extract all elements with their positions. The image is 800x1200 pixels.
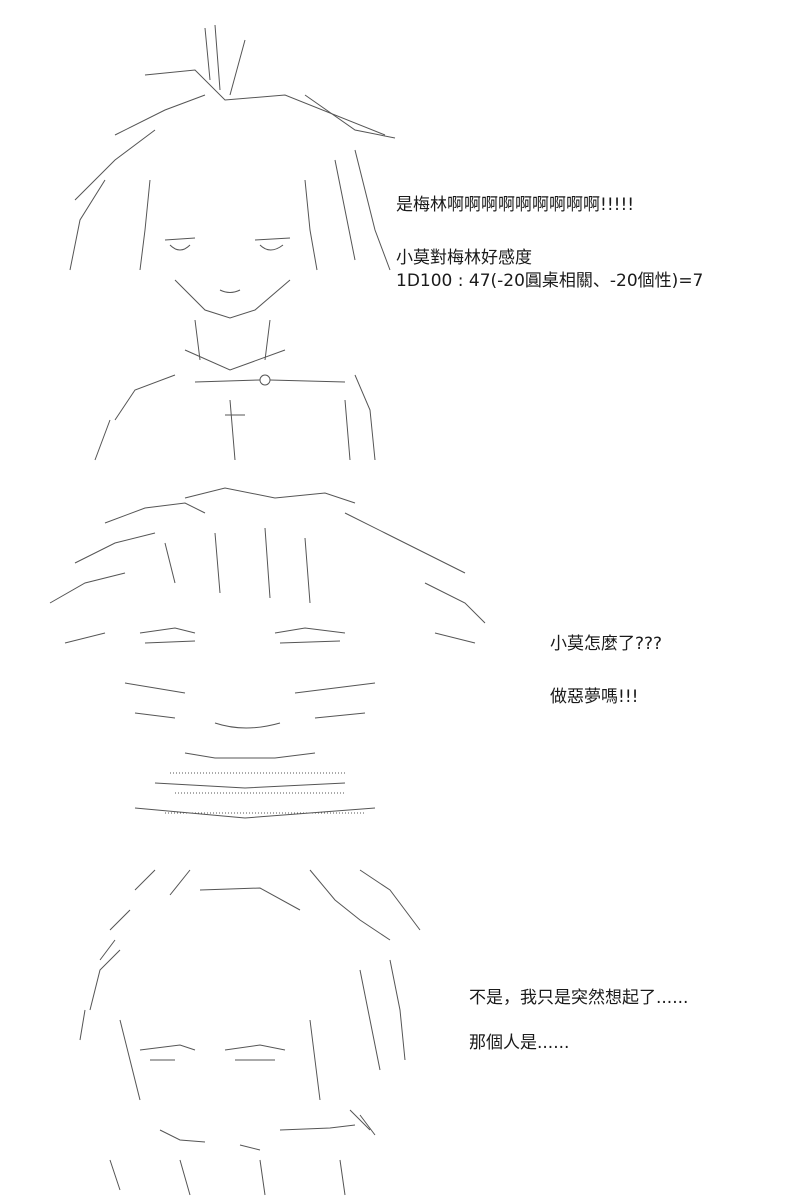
caption-line: 不是，我只是突然想起了...... <box>469 988 689 1008</box>
caption-line: 1D100 : 47(-20圓桌相關、-20個性)=7 <box>396 270 704 291</box>
caption-group-1: 是梅林啊啊啊啊啊啊啊啊啊!!!!! 小莫對梅林好感度 1D100 : 47(-2… <box>396 194 703 293</box>
ascii-art-girl-face-closeup <box>45 483 495 833</box>
caption-group-2: 小莫怎麼了??? 做惡夢嗎!!! <box>550 633 662 709</box>
caption-line: 做惡夢嗎!!! <box>550 686 639 707</box>
ascii-art-girl-shadowed <box>60 860 435 1200</box>
caption-line: 是梅林啊啊啊啊啊啊啊啊啊!!!!! <box>396 195 635 215</box>
panel-2: 小莫怎麼了??? 做惡夢嗎!!! <box>0 478 800 838</box>
caption-line: 小莫怎麼了??? <box>550 634 663 654</box>
panel-3: 不是，我只是突然想起了...... 那個人是...... <box>0 850 800 1200</box>
ascii-art-girl-portrait <box>55 20 400 465</box>
caption-line: 那個人是...... <box>469 1032 570 1053</box>
caption-group-3: 不是，我只是突然想起了...... 那個人是...... <box>469 987 688 1055</box>
panel-1: 是梅林啊啊啊啊啊啊啊啊啊!!!!! 小莫對梅林好感度 1D100 : 47(-2… <box>0 0 800 470</box>
caption-line: 小莫對梅林好感度 <box>396 247 532 268</box>
